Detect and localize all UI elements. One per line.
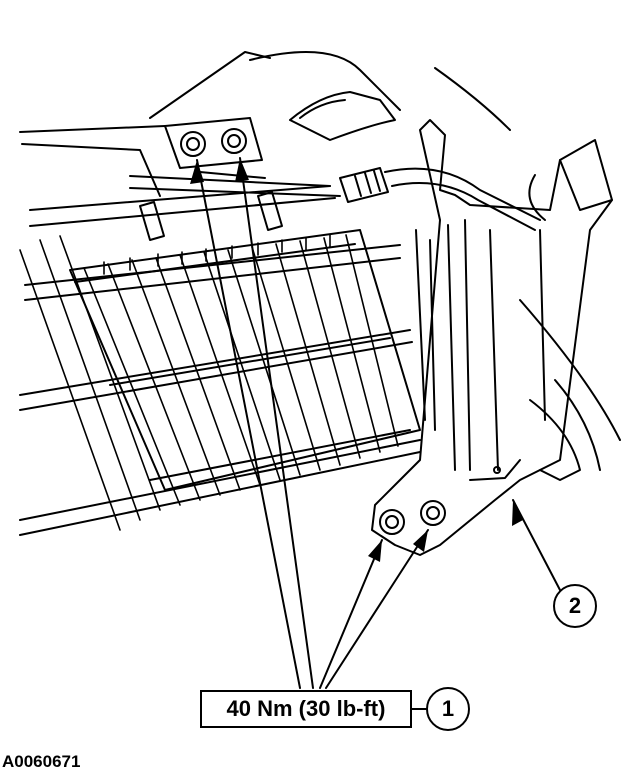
hood-latch-bracket	[371, 119, 613, 556]
callout-1: 1	[426, 687, 470, 731]
grille-clips	[103, 234, 331, 275]
callout-2: 2	[553, 584, 597, 628]
upper-bolt-right	[221, 128, 247, 154]
leader-lines-callout-1	[196, 157, 429, 689]
latch-cable	[339, 167, 546, 231]
arrowheads	[190, 158, 523, 562]
torque-spec-label: 40 Nm (30 lb-ft)	[200, 690, 412, 728]
upper-bolt-left	[180, 131, 206, 157]
grille-frame	[19, 175, 421, 536]
latch-support	[139, 117, 283, 241]
lower-bolt-right	[420, 500, 446, 526]
figure-id: A0060671	[2, 752, 81, 771]
body-panel-outline	[19, 51, 621, 481]
lower-bolt-left	[379, 509, 405, 535]
grille-bars	[19, 234, 399, 531]
leader-line-callout-2	[512, 499, 561, 591]
